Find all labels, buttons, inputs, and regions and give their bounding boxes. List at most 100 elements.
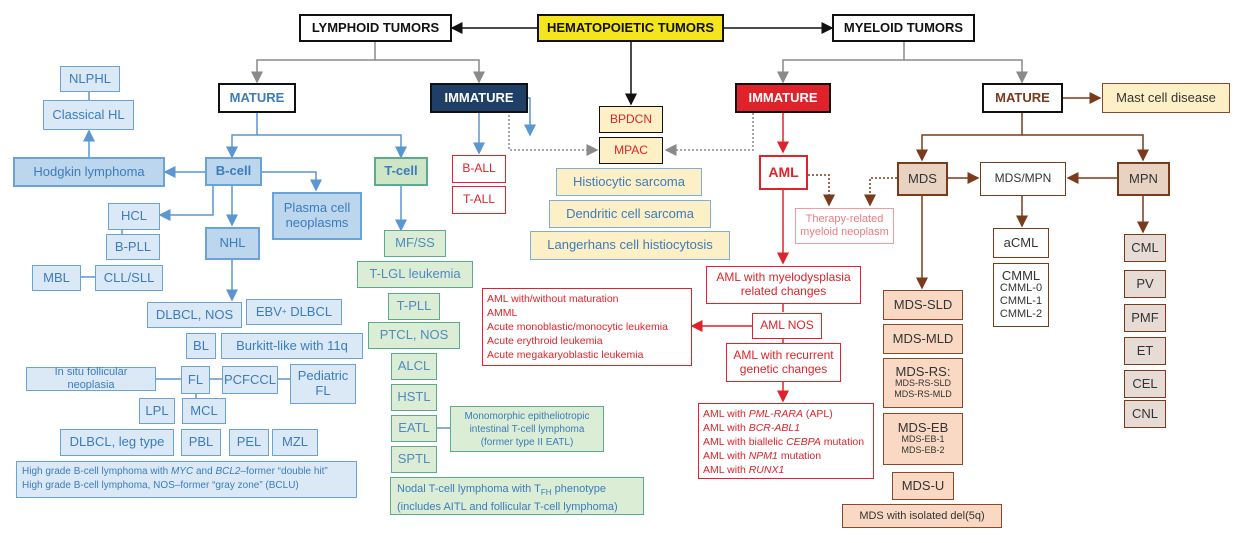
langerhans-cell-histiocytosis-node: Langerhans cell histiocytosis xyxy=(530,231,730,260)
ebv-dlbcl-suffix: DLBCL xyxy=(286,303,333,319)
aml-nos-item: Acute monoblastic/monocytic leukemia xyxy=(487,321,668,333)
pv-node: PV xyxy=(1124,270,1166,298)
hgbl-myc: MYC xyxy=(170,466,194,477)
et-node: ET xyxy=(1124,337,1166,365)
bpdcn-node: BPDCN xyxy=(599,106,663,133)
rga-gene: RUNX1 xyxy=(748,464,785,476)
myeloid-immature-node: IMMATURE xyxy=(735,83,831,113)
rga-item-pre: AML with xyxy=(703,422,749,434)
rga-item-pre: AML with xyxy=(703,464,749,476)
dlbcl-nos-node: DLBCL, NOS xyxy=(147,302,242,328)
mds-eb-node: MDS-EB MDS-EB-1 MDS-EB-2 xyxy=(883,413,963,465)
rga-item-post: mutation xyxy=(820,436,865,448)
cmml-subtype: CMML-0 xyxy=(999,282,1043,294)
t-lgl-leukemia-node: T-LGL leukemia xyxy=(357,261,473,288)
mast-cell-disease-node: Mast cell disease xyxy=(1102,83,1230,113)
hgbl-line-2: High grade B-cell lymphoma, NOS–former “… xyxy=(22,480,299,491)
hodgkin-lymphoma-node: Hodgkin lymphoma xyxy=(13,157,165,187)
rga-item-pre: AML with xyxy=(703,408,749,420)
ebv-dlbcl-prefix: EBV xyxy=(255,303,282,319)
nlphl-node: NLPHL xyxy=(60,66,120,92)
pcfccl-node: PCFCCL xyxy=(222,366,278,394)
aml-nos-list: AML with/without maturation AMML Acute m… xyxy=(482,288,692,366)
cmml-subtype: CMML-2 xyxy=(999,308,1043,320)
cll-sll-node: CLL/SLL xyxy=(95,265,163,291)
cmml-subtype: CMML-1 xyxy=(999,295,1043,307)
alcl-node: ALCL xyxy=(391,353,437,380)
mpn-node: MPN xyxy=(1117,162,1170,196)
hstl-node: HSTL xyxy=(391,384,437,411)
mds-mpn-node: MDS/MPN xyxy=(980,162,1066,196)
nodal-tfh-line-1: Nodal T-cell lymphoma with TFH phenotype xyxy=(397,482,637,500)
mcl-node: MCL xyxy=(182,398,226,424)
lymphoid-mature-node: MATURE xyxy=(218,83,296,113)
pbl-node: PBL xyxy=(181,429,221,456)
nodal-tfh-post: phenotype xyxy=(551,483,606,495)
aml-myelodysplasia-node: AML with myelodysplasia related changes xyxy=(706,266,861,304)
mds-sld-node: MDS-SLD xyxy=(883,290,963,320)
hematopoietic-tumors-header: HEMATOPOIETIC TUMORS xyxy=(537,14,724,42)
lpl-node: LPL xyxy=(139,398,175,424)
ebv-dlbcl-node: EBV+ DLBCL xyxy=(246,299,342,325)
ebv-dlbcl-sup: + xyxy=(281,307,287,317)
aml-nos-item: AMML xyxy=(487,307,518,319)
mbl-node: MBL xyxy=(32,265,81,291)
aml-nos-item: Acute erythroid leukemia xyxy=(487,335,603,347)
ptcl-nos-node: PTCL, NOS xyxy=(368,322,460,349)
cmml-node: CMML CMML-0 CMML-1 CMML-2 xyxy=(993,263,1049,327)
nhl-node: NHL xyxy=(205,227,260,260)
rga-item-pre: AML with biallelic xyxy=(703,436,787,448)
hgbl-line-1-pre: High grade B-cell lymphoma with xyxy=(22,466,171,477)
burkitt-like-node: Burkitt-like with 11q xyxy=(221,333,363,359)
acml-node: aCML xyxy=(993,228,1049,258)
nodal-tfh-pre: Nodal T-cell lymphoma with T xyxy=(397,483,541,495)
aml-node: AML xyxy=(759,155,808,190)
pediatric-fl-node: Pediatric FL xyxy=(290,364,356,404)
hgbl-line-1-mid: and xyxy=(193,466,216,477)
rga-item-pre: AML with xyxy=(703,450,749,462)
mds-eb-subtype: MDS-EB-1 xyxy=(901,434,945,444)
eatl-node: EATL xyxy=(391,415,437,442)
rga-item: AML with BCR-ABL1 xyxy=(703,421,869,435)
mds-u-node: MDS-U xyxy=(892,472,954,500)
pel-node: PEL xyxy=(229,429,269,456)
mds-mld-node: MDS-MLD xyxy=(883,324,963,354)
bpll-node: B-PLL xyxy=(106,234,160,260)
mds-rs-subtype: MDS-RS-SLD xyxy=(894,378,951,388)
aml-nos-item: Acute megakaryoblastic leukemia xyxy=(487,349,644,361)
mds-eb-subtype: MDS-EB-2 xyxy=(901,445,945,455)
myeloid-mature-node: MATURE xyxy=(982,83,1063,113)
aml-nos-item: AML with/without maturation xyxy=(487,293,619,305)
rga-gene: PML-RARA xyxy=(748,408,803,420)
mds-rs-subtype: MDS-RS-MLD xyxy=(894,389,952,399)
mzl-node: MZL xyxy=(272,429,318,456)
rga-item: AML with biallelic CEBPA mutation xyxy=(703,435,869,449)
mds-rs-title: MDS-RS: xyxy=(895,364,951,379)
mf-ss-node: MF/SS xyxy=(384,230,446,257)
cmml-title: CMML xyxy=(1001,268,1041,283)
sptl-node: SPTL xyxy=(391,446,437,473)
classical-hl-node: Classical HL xyxy=(43,100,134,130)
rga-item: AML with NPM1 mutation xyxy=(703,449,869,463)
hgbl-bcl2: BCL2 xyxy=(215,466,241,477)
aml-recurrent-genetic-node: AML with recurrent genetic changes xyxy=(726,343,841,382)
aml-recurrent-genetic-list: AML with PML-RARA (APL) AML with BCR-ABL… xyxy=(698,403,874,479)
bl-node: BL xyxy=(186,333,216,359)
myeloid-tumors-header: MYELOID TUMORS xyxy=(832,14,975,42)
hcl-node: HCL xyxy=(108,203,160,230)
high-grade-bcell-lymphoma-node: High grade B-cell lymphoma with MYC and … xyxy=(16,461,357,498)
fl-node: FL xyxy=(181,366,210,394)
tcell-node: T-cell xyxy=(374,157,428,186)
t-all-node: T-ALL xyxy=(452,186,506,214)
hgbl-line-1-post: –former “double hit” xyxy=(240,466,328,477)
rga-item: AML with RUNX1 xyxy=(703,463,869,477)
nodal-tfh-sub: FH xyxy=(540,488,552,498)
nodal-tfh-lymphoma-node: Nodal T-cell lymphoma with TFH phenotype… xyxy=(390,477,644,515)
aml-nos-node: AML NOS xyxy=(752,313,822,339)
meitl-node: Monomorphic epitheliotropic intestinal T… xyxy=(450,406,604,452)
cml-node: CML xyxy=(1124,234,1166,262)
mpac-node: MPAC xyxy=(599,137,663,164)
mds-node: MDS xyxy=(897,162,948,196)
therapy-related-node: Therapy-related myeloid neoplasm xyxy=(795,208,894,244)
